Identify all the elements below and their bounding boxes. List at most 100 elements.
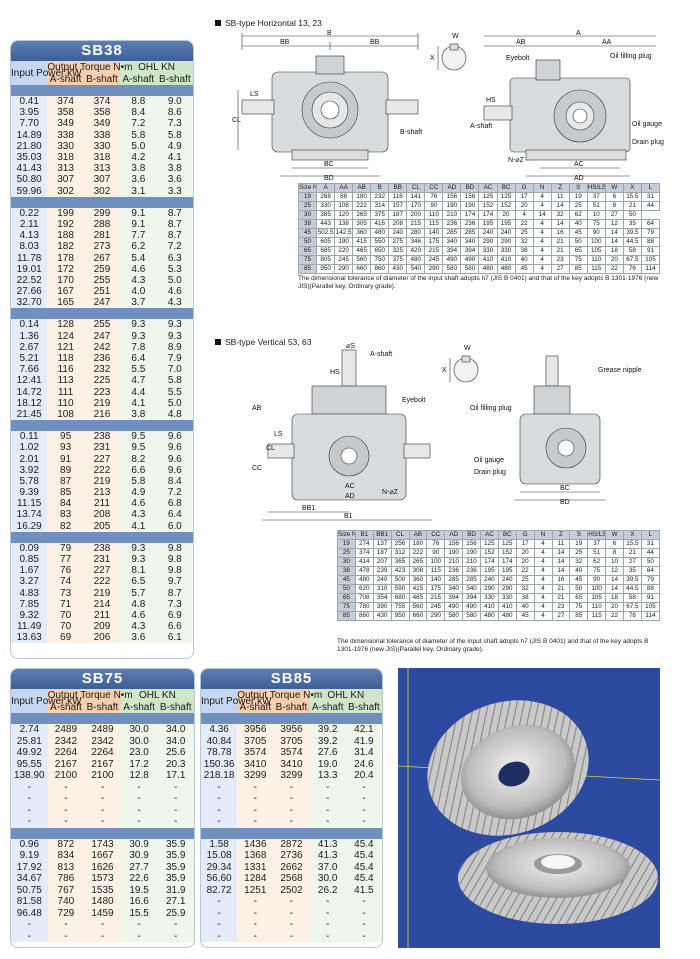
dimension-column-header: N [533,530,553,540]
dimension-cell: 15.5 [622,192,642,202]
ohl-a-cell: 6.5 [120,576,157,588]
dimension-cell: 45 [569,575,589,585]
ohl-a-cell: - [309,896,346,908]
input-power-cell: 5.21 [11,352,48,365]
svg-text:AA: AA [602,39,612,46]
ohl-a-cell: 17.2 [120,758,158,770]
svg-text:B1: B1 [344,513,353,520]
ohl-b-cell: 5.8 [156,375,193,387]
dimension-cell: 45 [568,228,588,238]
ohl-b-cell: 7.2 [156,487,193,499]
torque-a-cell: 1331 [237,861,274,873]
ohl-b-cell: 41.5 [345,884,382,896]
size-cell: 75 [297,255,318,265]
dimension-cell: 90 [587,575,607,585]
svg-text:AC: AC [345,483,355,490]
torque-a-cell: 74 [47,576,84,588]
ohl-a-cell: 3.6 [120,174,157,186]
ohl-b-cell: 34.0 [157,735,194,747]
dimension-cell: 88 [334,192,354,202]
dimension-cell: 116 [388,192,408,202]
input-power-cell: 41.43 [11,163,48,175]
torque-b-cell: 374 [83,96,121,108]
block-separator [201,713,382,724]
ohl-b-cell: 34.0 [157,724,194,736]
dimension-cell: 21 [551,593,571,603]
dimension-cell: 45 [515,611,535,621]
input-power-cell: 0.41 [11,96,48,108]
dimension-cell: 58 [622,246,642,256]
torque-b-cell: - [273,907,310,919]
ohl-a-cell: 4.7 [120,375,157,387]
dimension-cell: 32 [550,210,570,220]
ohl-a-cell: - [309,804,346,816]
block-separator [11,196,193,208]
ohl-b-cell: 41.9 [345,735,382,747]
ohl-b-cell: 31.4 [345,747,382,759]
dimension-cell: 14 [532,210,552,220]
ohl-a-cell: - [309,919,346,931]
dimension-cell: 500 [390,575,410,585]
ohl-a-cell: 5.5 [120,364,157,376]
dimension-cell: 51 [587,548,607,558]
dimension-cell: 51 [586,201,606,211]
torque-b-shaft-header: B-shaft [83,73,121,85]
torque-b-cell: 213 [83,487,121,499]
torque-a-cell: 1368 [237,850,274,862]
dimension-cell: 19 [569,539,589,549]
ohl-b-cell: 5.3 [156,263,193,275]
ohl-b-cell: 42.1 [345,724,382,736]
dimension-cell: 365 [390,557,410,567]
dimension-cell: 290 [480,584,499,594]
dimension-cell: 4 [533,602,553,612]
dimension-cell: 685 [316,246,336,256]
dimension-cell: 180 [352,192,372,202]
ohl-a-cell: 5.8 [120,129,157,141]
input-power-cell: 2.74 [11,724,48,736]
dimension-cell: 265 [408,557,428,567]
dimension-column-header: B [370,183,390,193]
svg-text:W: W [464,345,471,352]
input-power-cell: 50.75 [11,884,48,896]
dimension-cell: 210 [462,557,481,567]
dimension-cell: 11 [550,192,570,202]
dimension-cell: 64 [640,219,661,229]
dimension-cell: 4 [532,219,552,229]
ohl-a-cell: - [309,907,346,919]
svg-text:B-shaft: B-shaft [400,129,422,136]
torque-b-cell: 222 [83,464,121,476]
ohl-b-cell: 45.4 [345,861,382,873]
ohl-b-cell: 9.6 [156,453,193,465]
dimension-cell: 540 [406,264,426,274]
dimension-cell: 115 [586,264,606,274]
dimension-cell: 76 [623,611,642,621]
dimension-column-header: HS/LS [586,183,606,193]
ohl-a-cell: 4.6 [120,263,157,275]
dimension-cell: 20 [604,255,624,265]
ohl-b-cell: 4.6 [156,286,193,298]
dimension-cell: 750 [370,255,390,265]
ohl-b-cell: 45.4 [345,873,382,885]
dimension-cell: 4 [532,228,552,238]
torque-b-cell: - [84,816,121,828]
table-row: ----- [201,896,382,908]
ohl-b-cell: 9.3 [156,330,193,342]
ohl-b-cell: - [345,793,382,805]
dimension-cell: 4 [533,557,553,567]
dimension-column-header: W [604,183,624,193]
svg-text:Oil gauge: Oil gauge [632,121,662,128]
torque-b-cell: - [273,919,310,931]
dimension-cell: 152 [478,201,498,211]
dimension-cell: 385 [316,210,336,220]
